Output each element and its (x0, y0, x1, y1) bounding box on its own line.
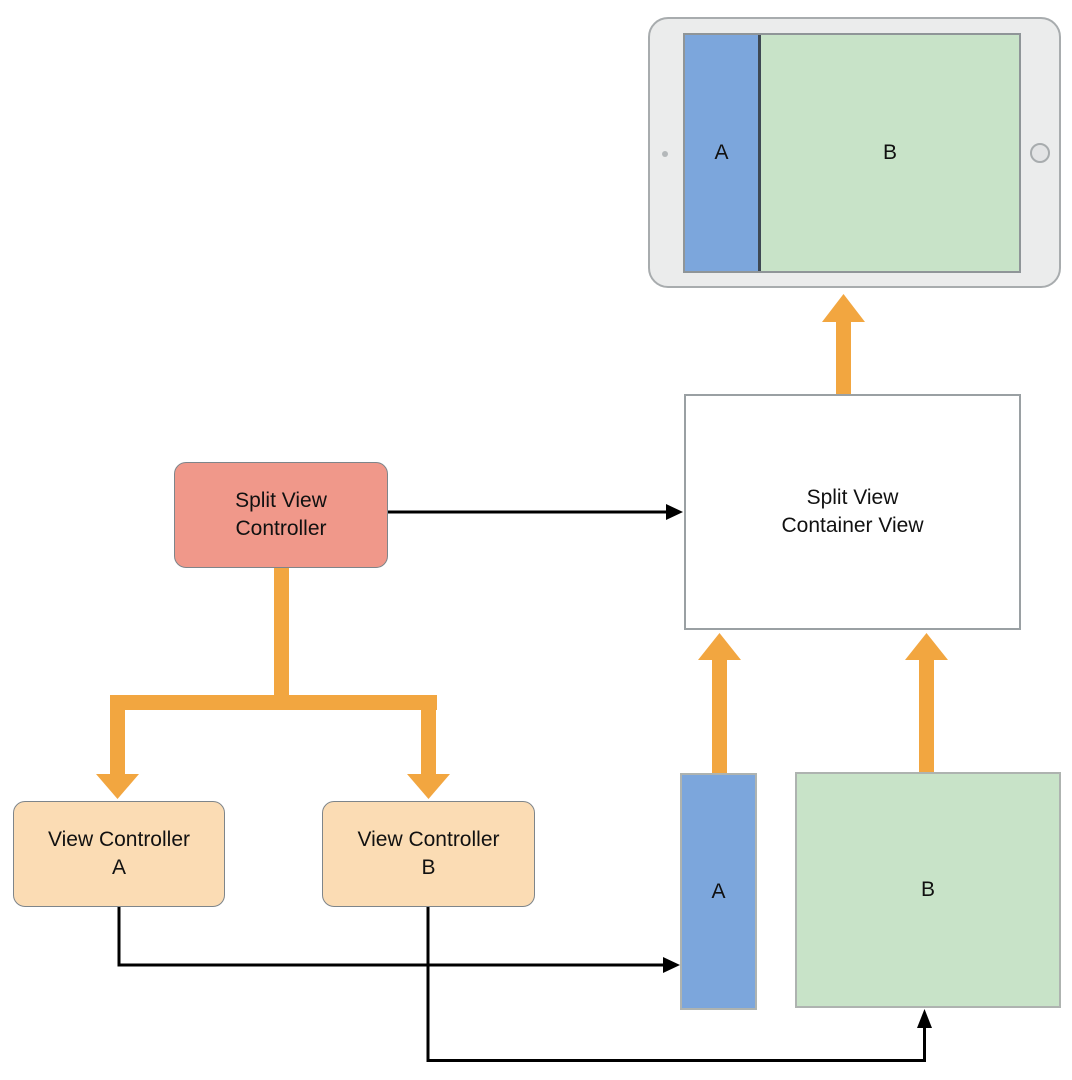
node-label: View Controller A (47, 828, 190, 879)
ipad-device: A B (648, 17, 1061, 288)
orange-arrow-view-a-to-container (698, 633, 741, 775)
node-view-a: A (680, 773, 757, 1010)
orange-arrow-controller-to-children (96, 566, 450, 799)
device-screen: A B (683, 33, 1021, 273)
camera-dot (662, 151, 668, 157)
black-connector-vca-to-view-a (117, 907, 680, 973)
device-sidebar-label: A (714, 141, 729, 164)
node-label: A (711, 879, 726, 903)
orange-arrow-container-to-device (822, 294, 865, 396)
device-content-pane: B (761, 35, 1019, 271)
node-split-view-controller: Split View Controller (174, 462, 388, 568)
orange-arrow-view-b-to-container (905, 633, 948, 774)
node-label: View Controller B (357, 828, 500, 879)
node-split-view-container-view: Split View Container View (684, 394, 1021, 630)
home-button (1030, 143, 1050, 163)
node-view-controller-a: View Controller A (13, 801, 225, 907)
node-label: B (920, 878, 935, 901)
node-label: Split View Controller (235, 489, 327, 540)
node-view-controller-b: View Controller B (322, 801, 535, 907)
node-label: Split View Container View (781, 486, 924, 537)
device-sidebar-pane: A (685, 35, 761, 271)
black-connector-controller-to-container (388, 504, 683, 520)
device-content-label: B (882, 141, 897, 164)
node-view-b: B (795, 772, 1061, 1008)
